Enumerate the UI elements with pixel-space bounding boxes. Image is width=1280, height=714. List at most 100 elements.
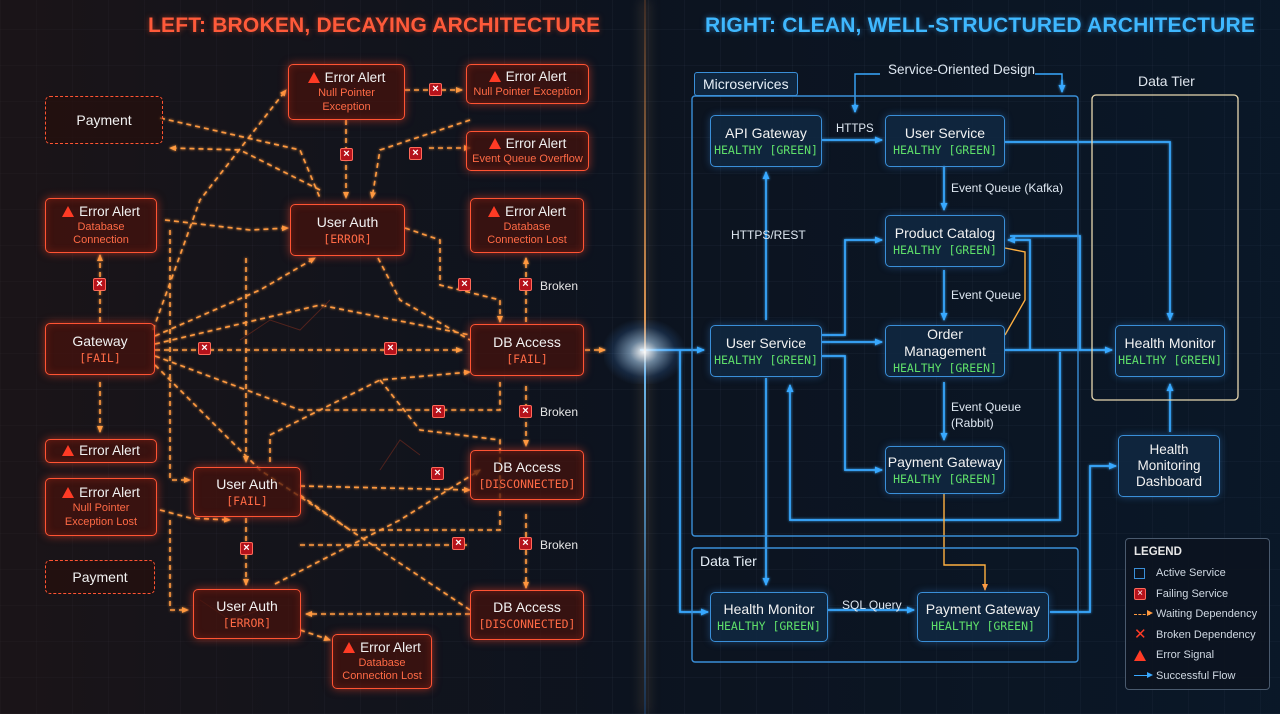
alert-small[interactable]: Error Alert — [45, 439, 157, 463]
alert-detail: Null Pointer Exception — [318, 87, 375, 113]
legend-label: Error Signal — [1156, 649, 1215, 662]
user-auth-node-mid[interactable]: User Auth [FAIL] — [193, 467, 301, 517]
node-status: HEALTHY [GREEN] — [893, 471, 997, 486]
broken-dependency-icon: × — [340, 148, 353, 161]
alert-detail: Null Pointer Exception — [473, 86, 582, 98]
node-status: HEALTHY [GREEN] — [931, 618, 1035, 633]
broken-dependency-icon: × — [519, 405, 532, 418]
legend: LEGEND Active Service × Failing Service … — [1125, 538, 1270, 690]
order-management-node[interactable]: Order Management HEALTHY [GREEN] — [885, 325, 1005, 377]
payment-node-bottom[interactable]: Payment — [45, 560, 155, 594]
left-dependency-lines — [97, 87, 606, 641]
node-title: Health Monitoring Dashboard — [1135, 442, 1203, 489]
db-access-node-1[interactable]: DB Access [FAIL] — [470, 324, 584, 376]
node-title: User Auth — [216, 475, 278, 492]
api-gateway-node[interactable]: API Gateway HEALTHY [GREEN] — [710, 115, 822, 167]
broken-dependency-icon: × — [458, 278, 471, 291]
edge-label-rabbit: Event Queue (Rabbit) — [951, 400, 1022, 430]
node-title: Health Monitor — [1124, 334, 1216, 351]
product-catalog-node[interactable]: Product Catalog HEALTHY [GREEN] — [885, 215, 1005, 267]
alert-null-pointer-2[interactable]: Error Alert Null Pointer Exception — [466, 64, 589, 104]
alert-title: Error Alert — [505, 135, 567, 151]
alert-null-pointer-1[interactable]: Error Alert Null Pointer Exception — [288, 64, 405, 120]
broken-dependency-icon: × — [432, 405, 445, 418]
node-title: Payment Gateway — [925, 600, 1041, 617]
db-access-node-2[interactable]: DB Access [DISCONNECTED] — [470, 450, 584, 500]
alert-detail: Database Connection Lost — [487, 220, 567, 247]
x-icon: ✕ — [1134, 625, 1147, 643]
x-badge-icon: × — [1134, 587, 1146, 600]
warning-icon — [62, 205, 75, 217]
user-auth-node-top[interactable]: User Auth [ERROR] — [290, 204, 405, 256]
data-tier-frame — [1091, 94, 1239, 401]
node-status: HEALTHY [GREEN] — [714, 352, 818, 367]
warning-icon — [343, 641, 356, 653]
edge-label-kafka: Event Queue (Kafka) — [951, 181, 1064, 195]
data-tier-title: Data Tier — [1138, 73, 1195, 89]
center-divider — [644, 0, 646, 714]
node-title: Product Catalog — [894, 224, 996, 241]
node-status: HEALTHY [GREEN] — [893, 242, 997, 257]
alert-detail: Database Connection — [73, 220, 129, 247]
payment-gateway-node-mid[interactable]: Payment Gateway HEALTHY [GREEN] — [885, 446, 1005, 494]
node-title: Health Monitor — [723, 600, 815, 617]
broken-dependency-icon: × — [240, 542, 253, 555]
warning-icon — [307, 72, 320, 84]
alert-database-connection-lost[interactable]: Error Alert Database Connection Lost — [470, 198, 584, 253]
right-heading: RIGHT: CLEAN, WELL-STRUCTURED ARCHITECTU… — [705, 14, 1256, 37]
node-status: [DISCONNECTED] — [478, 616, 576, 631]
node-status: HEALTHY [GREEN] — [893, 360, 997, 375]
legend-label: Waiting Dependency — [1156, 608, 1258, 621]
broken-label: Broken — [540, 405, 579, 419]
square-icon — [1134, 567, 1145, 579]
health-monitor-node-bottom[interactable]: Health Monitor HEALTHY [GREEN] — [710, 592, 828, 642]
alert-title: Error Alert — [79, 203, 140, 219]
legend-label: Successful Flow — [1156, 669, 1236, 682]
node-status: HEALTHY [GREEN] — [1118, 352, 1222, 367]
payment-gateway-node-bottom[interactable]: Payment Gateway HEALTHY [GREEN] — [917, 592, 1049, 642]
broken-dependency-icon: × — [519, 278, 532, 291]
health-monitoring-dashboard-node[interactable]: Health Monitoring Dashboard — [1118, 435, 1220, 497]
microservices-group-label: Microservices — [694, 72, 798, 96]
node-title: User Auth — [316, 213, 379, 230]
broken-dependency-icon: × — [452, 537, 465, 550]
alert-null-pointer-lost[interactable]: Error Alert Null Pointer Exception Lost — [45, 478, 157, 536]
user-service-node-top[interactable]: User Service HEALTHY [GREEN] — [885, 115, 1005, 167]
user-auth-node-bottom[interactable]: User Auth [ERROR] — [193, 589, 301, 639]
node-title: DB Access — [493, 598, 561, 615]
soa-label: Service-Oriented Design — [888, 62, 1036, 77]
alert-detail: Null Pointer Exception Lost — [64, 502, 138, 528]
alert-database-connection-lost-bottom[interactable]: Error Alert Database Connection Lost — [332, 634, 432, 689]
broken-dependency-icon: × — [409, 147, 422, 160]
alert-detail: Event Queue Overflow — [472, 153, 583, 165]
node-status: [FAIL] — [79, 350, 121, 365]
payment-node-top[interactable]: Payment — [45, 96, 163, 144]
node-title: User Service — [725, 334, 807, 351]
alert-event-queue-overflow[interactable]: Error Alert Event Queue Overflow — [466, 131, 589, 171]
legend-item: Waiting Dependency — [1134, 604, 1261, 625]
alert-title: Error Alert — [79, 485, 140, 501]
node-status: [FAIL] — [226, 493, 268, 508]
legend-label: Broken Dependency — [1156, 628, 1256, 641]
gateway-node[interactable]: Gateway [FAIL] — [45, 323, 155, 375]
warning-icon — [488, 137, 501, 149]
user-service-node-left[interactable]: User Service HEALTHY [GREEN] — [710, 325, 822, 377]
broken-dependency-icon: × — [429, 83, 442, 96]
node-title: DB Access — [493, 333, 561, 350]
db-access-node-3[interactable]: DB Access [DISCONNECTED] — [470, 590, 584, 640]
group-frames — [691, 95, 1079, 663]
legend-item: Error Signal — [1134, 645, 1261, 666]
warning-icon — [1134, 649, 1146, 661]
broken-label: Broken — [540, 538, 579, 552]
payment-label: Payment — [76, 111, 132, 128]
node-title: User Auth — [216, 597, 278, 614]
alert-database-connection[interactable]: Error Alert Database Connection — [45, 198, 157, 253]
alert-title: Error Alert — [505, 203, 566, 219]
edge-label-event-queue: Event Queue — [951, 288, 1022, 302]
node-status: HEALTHY [GREEN] — [893, 142, 997, 157]
node-title: Payment Gateway — [887, 453, 1003, 470]
health-monitor-node-right[interactable]: Health Monitor HEALTHY [GREEN] — [1115, 325, 1225, 377]
broken-dependency-icon: × — [519, 537, 532, 550]
warning-icon — [488, 205, 501, 217]
